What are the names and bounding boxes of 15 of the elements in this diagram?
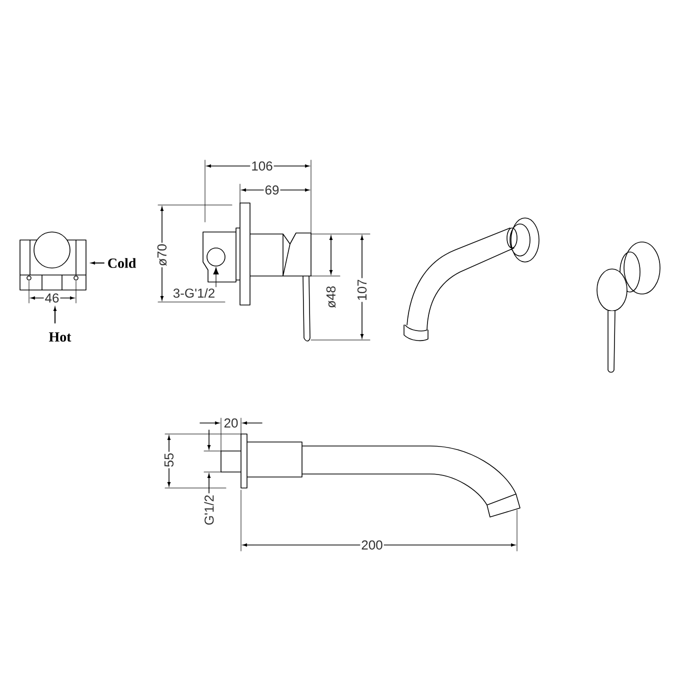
leader-line (213, 267, 219, 288)
inlet-label: Hot (48, 332, 72, 342)
dimension-label: ø70 (156, 242, 168, 268)
dimension-label: 106 (250, 160, 274, 172)
dimension-label: G'1/2 (203, 494, 215, 526)
dimension-label: 200 (360, 539, 384, 551)
inlet-label: Cold (108, 258, 136, 268)
thread-label: 3-G'1/2 (173, 288, 214, 298)
dimension-label: 46 (44, 292, 60, 304)
dimension-label: 69 (264, 184, 280, 196)
dimension-label: 107 (356, 278, 368, 302)
inlet-circle (206, 248, 226, 266)
dimension-label: 55 (163, 452, 175, 468)
dimension-label: ø48 (325, 284, 337, 310)
dimension-label: 20 (222, 417, 240, 429)
